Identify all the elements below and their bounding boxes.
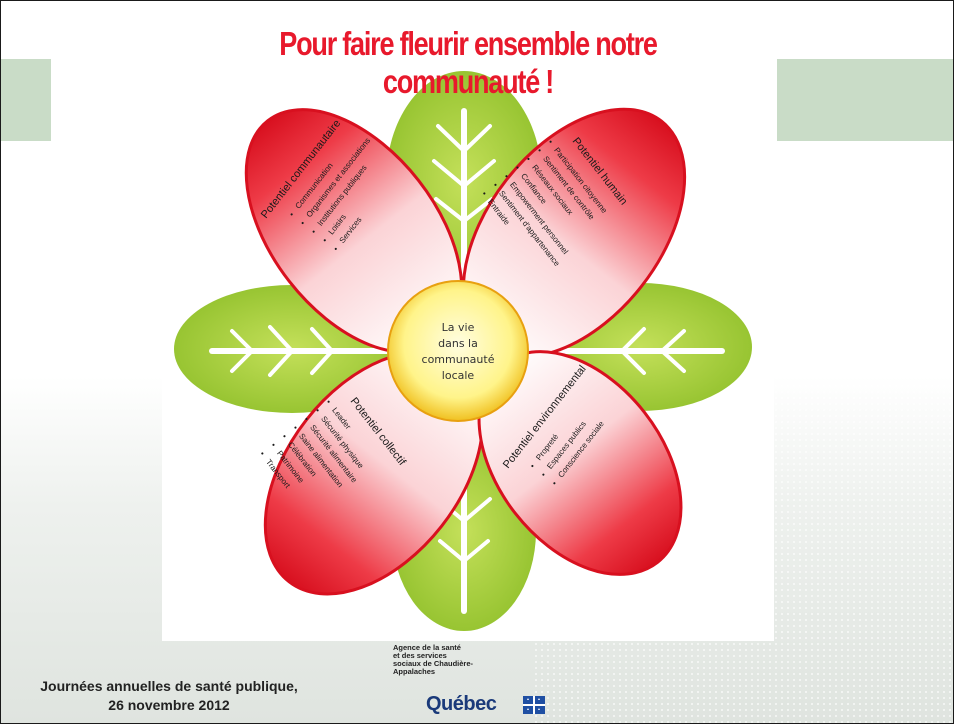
agency-line2: et des services [393,651,447,660]
svg-text:•: • [550,479,559,487]
svg-text:•: • [280,432,289,440]
svg-text:•: • [258,450,267,458]
svg-text:•: • [502,172,511,180]
center-text-line2: dans la [438,337,478,350]
center-text-line4: locale [442,369,475,382]
quebec-wordmark: Québec [426,693,497,715]
svg-text:•: • [480,190,489,198]
svg-text:•: • [309,228,318,236]
flower-diagram: Potentiel communautaire Communication Or… [174,71,752,631]
svg-text:•: • [313,407,322,415]
svg-text:•: • [287,210,296,218]
svg-text:•: • [513,164,522,172]
agency-line3: sociaux de Chaudière- [393,659,474,668]
svg-text:•: • [535,147,544,155]
footer-event-line1: Journées annuelles de santé publique, [40,678,298,694]
right-green-band [777,59,953,141]
footer-event-line2: 26 novembre 2012 [108,697,230,713]
agency-line1: Agence de la santé [393,643,461,652]
left-green-band [1,59,51,141]
svg-text:•: • [269,441,278,449]
slide-title: Pour faire fleurir ensemble notre commun… [279,25,658,100]
footer-event-text: Journées annuelles de santé publique, 26… [29,677,309,715]
svg-text:•: • [528,462,537,470]
agency-line4: Appalaches [393,667,436,676]
quebec-flag-icon [523,696,545,714]
svg-text:•: • [291,424,300,432]
svg-text:•: • [298,219,307,227]
agency-name: Agence de la santé et des services socia… [393,644,513,676]
flower-center: La vie dans la communauté locale [387,280,529,422]
svg-text:•: • [331,245,340,253]
center-text-line1: La vie [442,321,475,334]
svg-text:•: • [491,181,500,189]
svg-text:•: • [302,415,311,423]
svg-text:•: • [320,236,329,244]
svg-text:•: • [539,471,548,479]
svg-text:•: • [324,398,333,406]
svg-text:•: • [524,155,533,163]
svg-text:•: • [546,138,555,146]
quebec-agency-logo: Agence de la santé et des services socia… [393,644,593,722]
center-text-line3: communauté [422,353,495,366]
